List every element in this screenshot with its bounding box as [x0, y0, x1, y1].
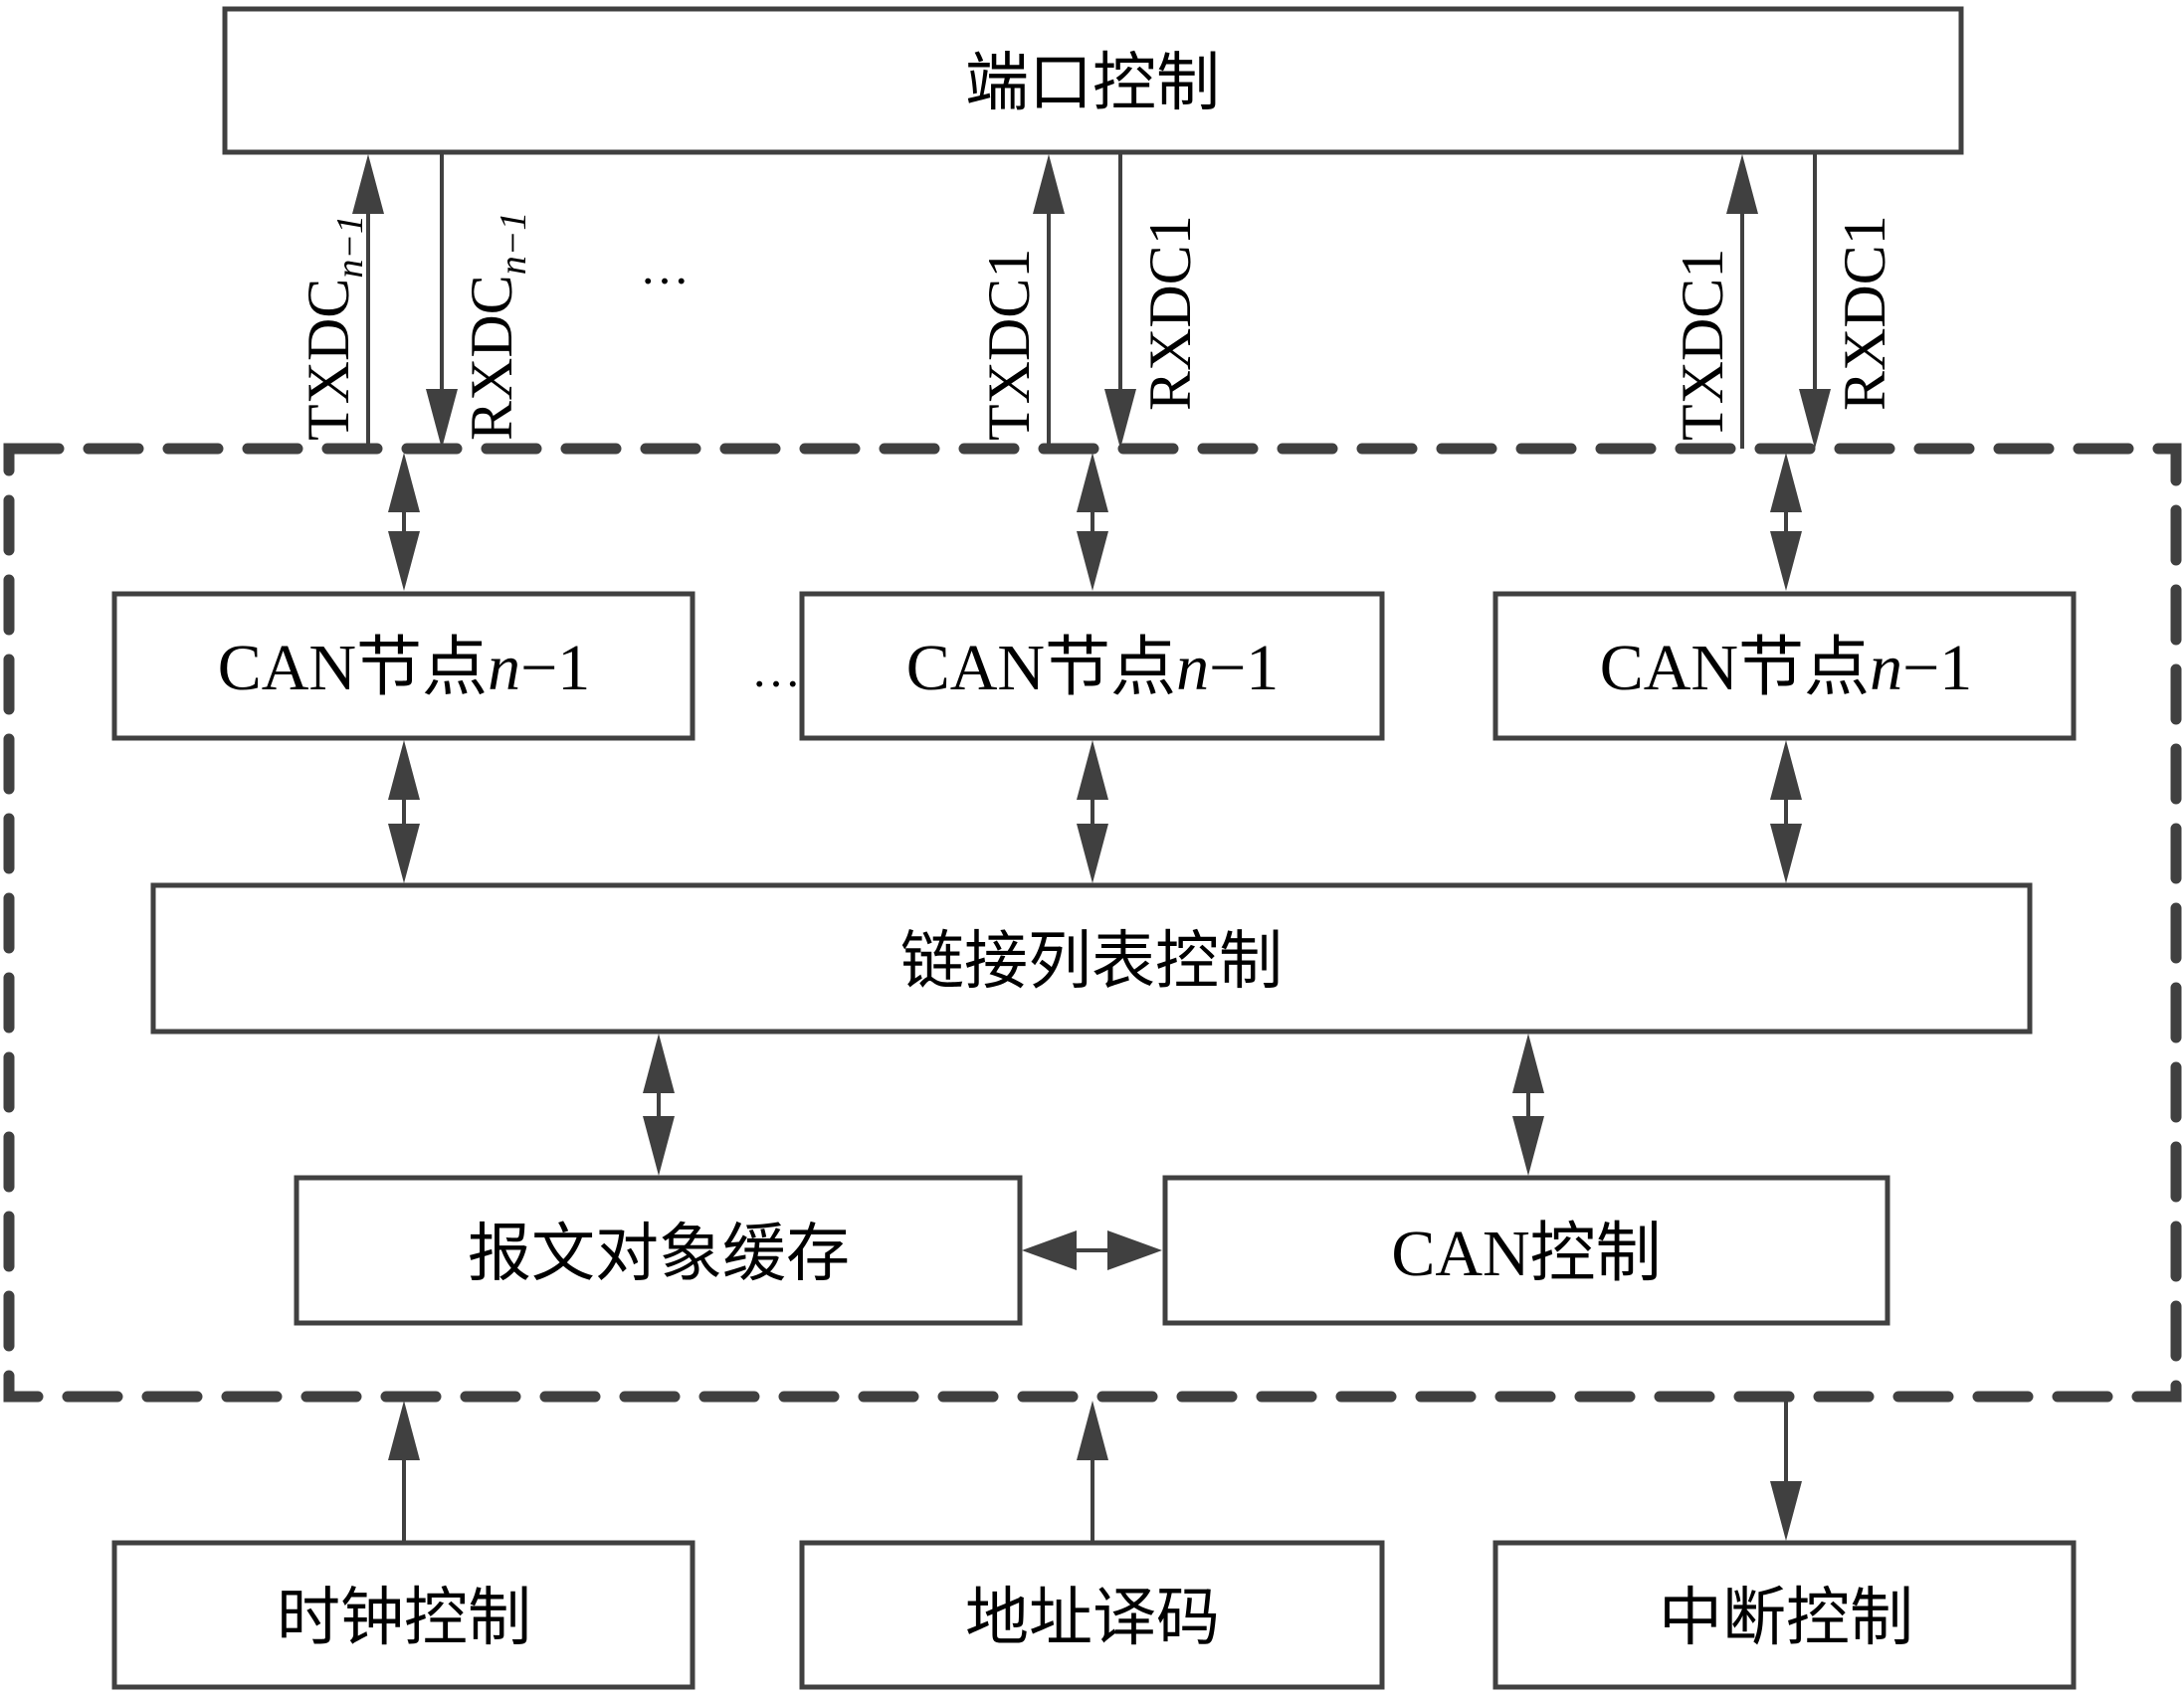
can-node-label: CAN节点n−1	[906, 632, 1280, 704]
buffer-can-control-arrow	[1022, 1230, 1162, 1270]
signal-ellipsis: …	[640, 239, 690, 294]
clock-control-box	[111, 1540, 695, 1690]
input-arrow	[1077, 1401, 1108, 1543]
arrow-down-icon	[426, 389, 458, 449]
can-node-box	[111, 591, 695, 741]
can-node-box	[1492, 591, 2077, 741]
tx-label: TXDCn−1	[296, 215, 371, 441]
can-control-label: CAN控制	[1391, 1218, 1661, 1290]
message-buffer-box	[294, 1175, 1023, 1326]
boundary-node-arrow	[1770, 453, 1802, 591]
interrupt-arrow	[1770, 1397, 1802, 1541]
link-list-control-label: 链接列表控制	[900, 925, 1283, 999]
arrow-down-icon	[1077, 824, 1108, 883]
input-arrow	[388, 1401, 420, 1543]
rx-label: RXDCn−1	[459, 212, 534, 441]
linklist-lower-arrow	[643, 1034, 675, 1176]
message-buffer-block: 报文对象缓存	[294, 1175, 1023, 1326]
interrupt-control-block: 中断控制	[1492, 1540, 2077, 1690]
tx-label: TXDC1	[1670, 249, 1735, 441]
boundary-node-arrow	[388, 453, 420, 591]
arrow-down-icon	[1770, 1481, 1802, 1541]
can-node-1: CAN节点n−1	[111, 591, 695, 741]
can-node-3: CAN节点n−1	[1492, 591, 2077, 741]
arrow-up-icon	[352, 154, 384, 214]
can-control-block: CAN控制	[1162, 1175, 1890, 1326]
arrow-up-icon	[1770, 740, 1802, 800]
rx-label: RXDC1	[1832, 215, 1897, 411]
arrow-up-icon	[388, 1401, 420, 1460]
interrupt-control-box	[1492, 1540, 2077, 1690]
boundary-node-arrow	[1077, 453, 1108, 591]
signal-pair-2: TXDC1 RXDC1	[976, 152, 1203, 449]
arrow-down-icon	[1770, 824, 1802, 883]
arrow-up-icon	[1033, 154, 1065, 214]
arrow-left-icon	[1022, 1230, 1077, 1270]
arrow-down-icon	[388, 824, 420, 883]
can-node-2: CAN节点n−1	[799, 591, 1385, 741]
arrow-up-icon	[388, 453, 420, 512]
can-module-boundary	[3, 443, 2182, 1403]
signal-pair-3: TXDC1 RXDC1	[1670, 152, 1897, 449]
arrow-down-icon	[388, 531, 420, 591]
arrow-down-icon	[1770, 531, 1802, 591]
interrupt-control-label: 中断控制	[1659, 1582, 1913, 1655]
can-node-row: CAN节点n−1 … CAN节点n−1 CAN节点n−1	[111, 591, 2077, 741]
tx-label: TXDC1	[976, 249, 1042, 441]
arrow-up-icon	[1077, 453, 1108, 512]
clock-control-label: 时钟控制	[277, 1582, 531, 1655]
address-decode-label: 地址译码	[965, 1582, 1220, 1655]
connector-arrows	[388, 453, 1802, 1543]
address-decode-block: 地址译码	[799, 1540, 1385, 1690]
linklist-lower-arrow	[1512, 1034, 1544, 1176]
message-buffer-label: 报文对象缓存	[468, 1218, 850, 1291]
arrow-up-icon	[643, 1034, 675, 1093]
arrow-down-icon	[1104, 389, 1136, 449]
rx-label: RXDC1	[1137, 215, 1203, 411]
can-node-ellipsis: …	[751, 642, 801, 697]
arrow-up-icon	[1077, 740, 1108, 800]
arrow-up-icon	[1512, 1034, 1544, 1093]
can-node-label: CAN节点n−1	[1600, 632, 1973, 704]
arrow-up-icon	[1726, 154, 1758, 214]
arrow-down-icon	[643, 1116, 675, 1176]
can-control-box	[1162, 1175, 1890, 1326]
arrow-up-icon	[1077, 1401, 1108, 1460]
link-list-control-block: 链接列表控制	[150, 882, 2033, 1035]
arrow-down-icon	[1077, 531, 1108, 591]
signal-lines: TXDCn−1 RXDCn−1 TXDC1 RXDC1 TXDC1 RXDC1	[296, 152, 1897, 449]
arrow-up-icon	[1770, 453, 1802, 512]
clock-control-block: 时钟控制	[111, 1540, 695, 1690]
signal-pair-1: TXDCn−1 RXDCn−1	[296, 152, 534, 449]
port-control-box	[222, 6, 1964, 155]
arrow-down-icon	[1799, 389, 1831, 449]
node-linklist-arrow	[1077, 740, 1108, 883]
port-control-label: 端口控制	[965, 47, 1220, 120]
node-linklist-arrow	[388, 740, 420, 883]
address-decode-box	[799, 1540, 1385, 1690]
can-node-label: CAN节点n−1	[218, 632, 591, 704]
link-list-control-box	[150, 882, 2033, 1035]
arrow-up-icon	[388, 740, 420, 800]
port-control-block: 端口控制	[222, 6, 1964, 155]
arrow-down-icon	[1512, 1116, 1544, 1176]
arrow-right-icon	[1107, 1230, 1162, 1270]
can-node-box	[799, 591, 1385, 741]
node-linklist-arrow	[1770, 740, 1802, 883]
